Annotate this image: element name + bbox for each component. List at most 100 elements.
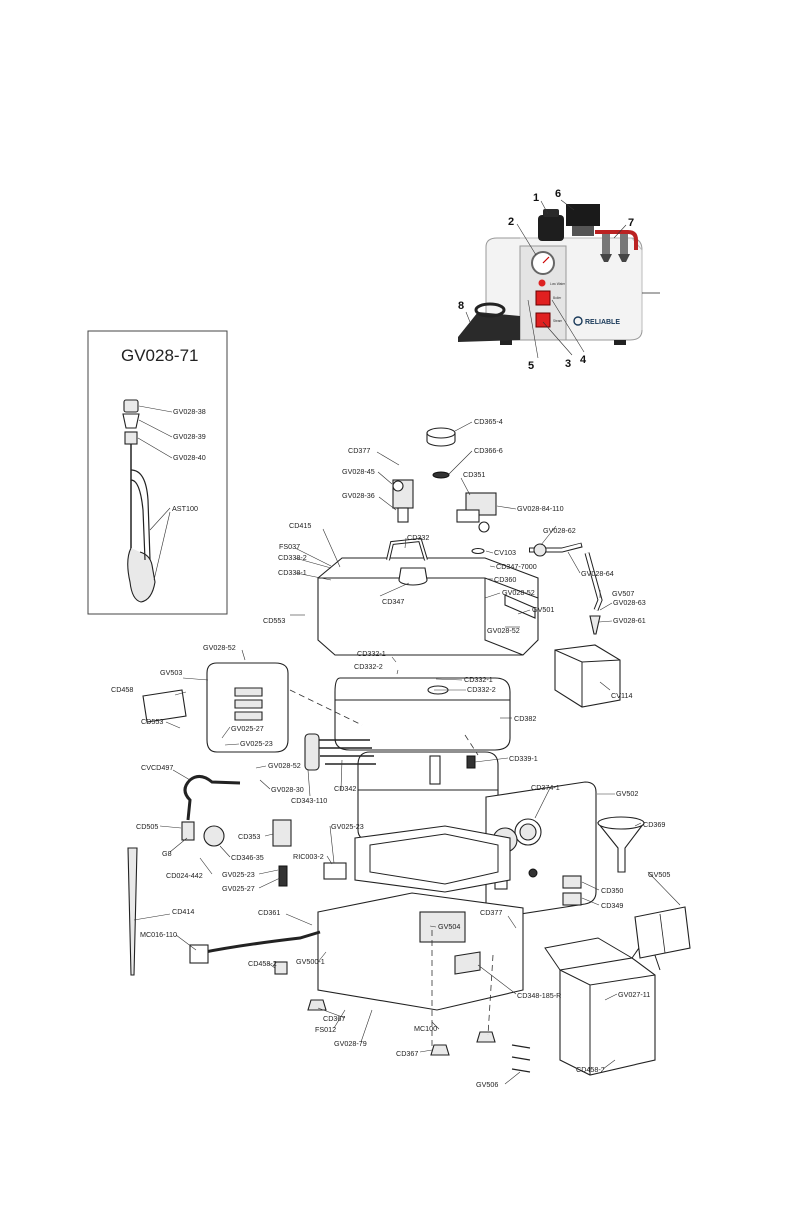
- label-cd458-2-b: CD458-2: [576, 1065, 605, 1074]
- photo-callouts: 1 2 3 4 5 6 7 8: [458, 188, 634, 372]
- callout-1: 1: [533, 192, 539, 204]
- kit-label-gv028-38: GV028-38: [173, 407, 206, 416]
- label-cd353: CD353: [238, 832, 260, 841]
- label-cv114: CV114: [611, 691, 632, 700]
- label-cd367-a: CD367: [323, 1014, 345, 1023]
- label-gv027-11: GV027-11: [618, 990, 650, 999]
- label-cd414: CD414: [172, 907, 194, 916]
- fill-cap: [538, 215, 564, 241]
- label-cd347: CD347: [382, 597, 404, 606]
- kit-box: GV028-71 GV028-38 GV028-39 GV028-40 AST1…: [87, 330, 228, 615]
- label-cd458: CD458: [111, 685, 133, 694]
- label-gv028-52-a: GV028-52: [502, 588, 535, 597]
- steam-switch: [535, 312, 551, 328]
- label-fs012: FS012: [315, 1025, 336, 1034]
- label-gv025-23-a: GV025-23: [240, 739, 273, 748]
- kit-nozzle-part: [122, 413, 140, 429]
- label-ric003-2: RIC003-2: [293, 852, 324, 861]
- label-g8: G8: [162, 849, 172, 858]
- boiler-switch: [535, 290, 551, 306]
- label-cd349: CD349: [601, 901, 623, 910]
- label-gv028-45: GV028-45: [342, 467, 375, 476]
- probe-rod: [127, 847, 138, 976]
- label-cd367-b: CD367: [396, 1049, 418, 1058]
- reliable-logo-icon: [573, 316, 583, 326]
- boiler-tank: [357, 751, 499, 841]
- label-cd332: CD332: [407, 533, 429, 542]
- kit-label-ast100: AST100: [172, 504, 198, 513]
- shipping-box: [559, 957, 656, 1076]
- label-cd369: CD369: [643, 820, 665, 829]
- label-gv028-79: GV028-79: [334, 1039, 367, 1048]
- label-cd553-a: CD553: [263, 616, 285, 625]
- label-gv028-52-d: GV028-52: [268, 761, 301, 770]
- label-gv500-1: GV500-1: [296, 957, 325, 966]
- label-gv025-27-a: GV025-27: [231, 724, 264, 733]
- label-cvcd497: CVCD497: [141, 763, 173, 772]
- callout-5: 5: [528, 360, 534, 372]
- top-housing: [317, 557, 539, 656]
- label-gv028-84-110: GV028-84-110: [517, 504, 564, 513]
- label-cd366-6: CD366-6: [474, 446, 503, 455]
- cap-gasket: [432, 471, 450, 479]
- label-gv503: GV503: [160, 668, 182, 677]
- label-gv028-52-c: GV028-52: [487, 626, 520, 635]
- label-gv025-23-c: GV025-23: [222, 870, 255, 879]
- label-cd351: CD351: [463, 470, 485, 479]
- label-gv028-63: GV028-63: [613, 598, 646, 607]
- label-cd361: CD361: [258, 908, 280, 917]
- callout-2: 2: [508, 216, 514, 228]
- label-cd332-1-a: CD332-1: [357, 649, 386, 658]
- label-cd342: CD342: [334, 784, 356, 793]
- label-gv505: GV505: [648, 870, 670, 879]
- kit-title: GV028-71: [121, 346, 199, 365]
- label-gv504: GV504: [438, 922, 460, 931]
- label-cd553-b: CD553: [141, 717, 163, 726]
- callout-7: 7: [628, 217, 634, 229]
- label-cd365-4: CD365-4: [474, 417, 503, 426]
- label-cd458-2-a: CD458-2: [248, 959, 277, 968]
- brushes: [511, 1044, 531, 1073]
- label-gv028-61: GV028-61: [613, 616, 646, 625]
- label-cv103: CV103: [494, 548, 516, 557]
- label-cd505: CD505: [136, 822, 158, 831]
- label-gv507: GV507: [612, 589, 634, 598]
- label-cd347-7000: CD347-7000: [496, 562, 537, 571]
- callout-3: 3: [565, 358, 571, 370]
- solenoid: [566, 204, 600, 226]
- power-cord: [199, 930, 321, 955]
- label-cd348-185-r: CD348-185-R: [517, 991, 561, 1000]
- label-gv501: GV501: [532, 605, 554, 614]
- leader-lines: [133, 421, 681, 1085]
- label-sticker: [142, 689, 187, 723]
- label-gv025-27-b: GV025-27: [222, 884, 255, 893]
- reservoir-lid: [334, 677, 511, 751]
- label-cd360: CD360: [494, 575, 516, 584]
- label-cd382: CD382: [514, 714, 536, 723]
- kit-cap-part: [123, 399, 139, 413]
- label-cd339-1: CD339-1: [509, 754, 538, 763]
- kit-pedal-part: [127, 547, 156, 603]
- label-mc100: MC100: [414, 1024, 437, 1033]
- label-cd332-2-a: CD332-2: [354, 662, 383, 671]
- kit-label-gv028-39: GV028-39: [173, 432, 206, 441]
- low-water-text: Low Water: [550, 282, 566, 286]
- kit-label-gv028-40: GV028-40: [173, 453, 206, 462]
- heating-element: [315, 739, 376, 765]
- label-cd346-35: CD346-35: [231, 853, 264, 862]
- boiler-text: Boiler: [553, 296, 562, 300]
- label-cd338-1: CD338-1: [278, 568, 307, 577]
- label-cd350: CD350: [601, 886, 623, 895]
- label-gv028-36: GV028-36: [342, 491, 375, 500]
- label-cd332-2-b: CD332-2: [467, 685, 496, 694]
- exploded-view: CD365-4 CD366-6 CD377 GV028-45 CD351 GV0…: [111, 417, 691, 1089]
- label-cd332-1-b: CD332-1: [464, 675, 493, 684]
- label-gv025-23-b: GV025-23: [331, 822, 364, 831]
- label-cd343-110: CD343-110: [291, 796, 327, 805]
- label-cd377-top: CD377: [348, 446, 370, 455]
- callout-6: 6: [555, 188, 561, 200]
- steam-text: Steam: [553, 319, 563, 323]
- product-photo: Low Water Boiler Steam RELIABLE 1 2 3 4 …: [458, 188, 660, 372]
- callout-8: 8: [458, 300, 464, 312]
